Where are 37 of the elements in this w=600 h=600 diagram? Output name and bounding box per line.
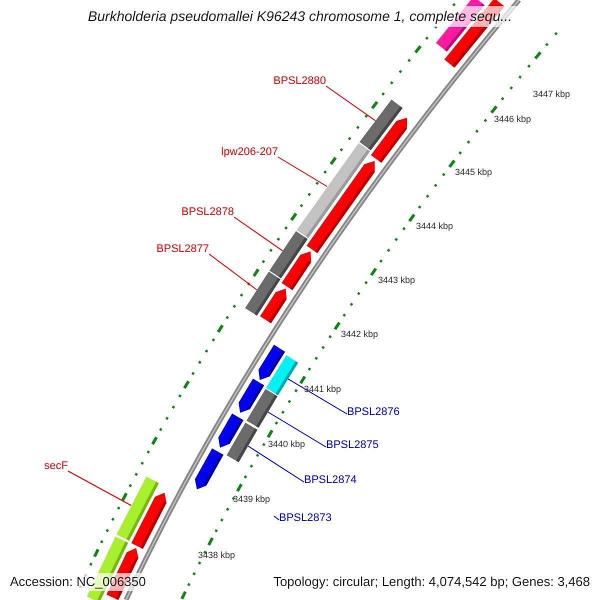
leader-line [326, 86, 376, 122]
gene-block [194, 448, 224, 490]
leader-line [267, 412, 326, 448]
gene-block [131, 492, 166, 549]
coordinate-label: 3447 kbp [533, 89, 570, 100]
coordinate-label: 3439 kbp [233, 494, 270, 505]
coordinate-label: 3444 kbp [416, 221, 454, 232]
leader-line [274, 516, 280, 520]
leader-line [248, 446, 304, 482]
coordinate-label: 3446 kbp [494, 114, 532, 125]
coordinate-label: 3441 kbp [304, 384, 342, 395]
leader-line [208, 254, 258, 290]
gene-label: BPSL2878 [181, 206, 234, 219]
gene-label: secF [44, 460, 68, 473]
gene-label: BPSL2873 [279, 512, 332, 525]
gene-block [238, 378, 264, 413]
gene-label: BPSL2880 [273, 75, 326, 88]
coordinate-label: 3442 kbp [341, 329, 378, 340]
gene-block [260, 288, 287, 324]
gene-label: BPSL2875 [326, 439, 379, 452]
coordinate-label: 3445 kbp [455, 167, 492, 178]
gene-block [218, 414, 244, 448]
gene-label: lpw206-207 [221, 146, 278, 159]
gene-block [306, 161, 375, 254]
gene-block [258, 344, 285, 380]
gene-block [282, 251, 312, 290]
leader-line [288, 378, 348, 414]
coordinate-label: 3440 kbp [268, 439, 306, 450]
leader-line [278, 156, 328, 187]
gene-label: BPSL2874 [304, 474, 357, 487]
gene-block [370, 118, 408, 163]
leader-line [234, 216, 284, 252]
gene-label: BPSL2877 [156, 243, 209, 256]
coordinate-label: 3438 kbp [198, 550, 236, 561]
coordinate-label: 3443 kbp [378, 275, 416, 286]
leader-line [68, 470, 132, 506]
gene-label: BPSL2876 [347, 406, 400, 419]
